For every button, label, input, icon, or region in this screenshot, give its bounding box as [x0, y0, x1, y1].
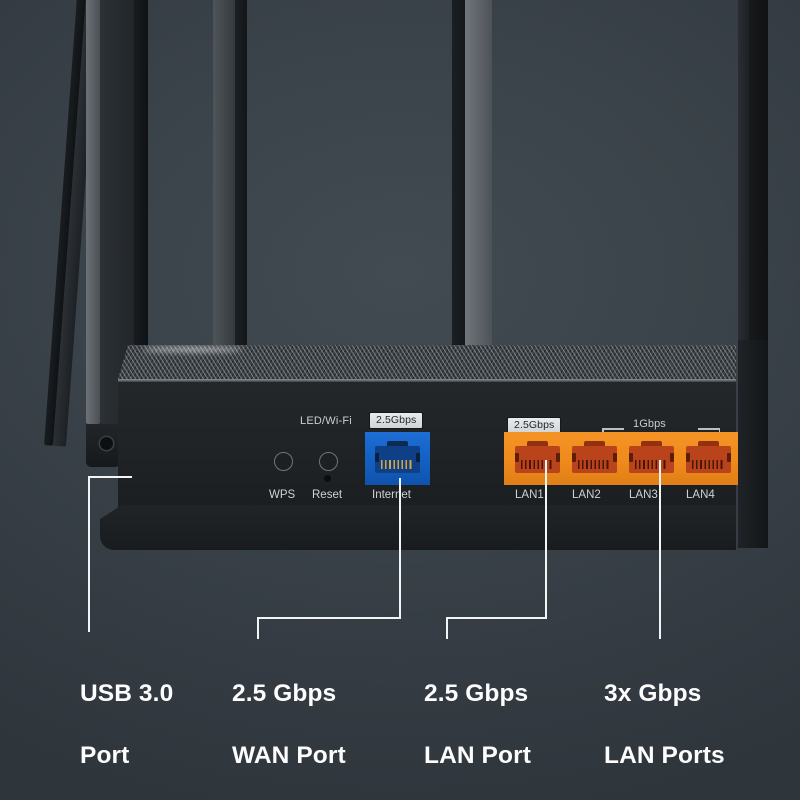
leader-lan1-vertical-upper — [545, 460, 547, 619]
leader-lan1-vertical-lower — [446, 617, 448, 639]
led-wifi-label: LED/Wi-Fi — [300, 415, 352, 427]
callout-lan1-caption: 2.5 Gbps LAN Port — [424, 648, 531, 771]
lan-port-2-label: LAN2 — [572, 489, 601, 501]
antenna-2 — [86, 0, 148, 424]
leader-lan1-horizontal — [446, 617, 547, 619]
leader-wan-vertical-upper — [399, 478, 401, 619]
callout-lan3-line1: 3x Gbps — [604, 679, 702, 707]
lan-group-badge: 1Gbps — [633, 418, 666, 430]
lan-port-1-label: LAN1 — [515, 489, 544, 501]
leader-wan-vertical-lower — [257, 617, 259, 639]
lan-port-2[interactable] — [571, 440, 618, 473]
lan-port-block — [504, 432, 738, 485]
antenna-3 — [213, 0, 247, 418]
leader-usb-vertical — [88, 476, 90, 632]
callout-lan3-line2: LAN Ports — [604, 741, 725, 769]
lan-port-3[interactable] — [628, 440, 675, 473]
wps-button[interactable] — [274, 452, 293, 471]
callout-wan-caption: 2.5 Gbps WAN Port — [232, 648, 346, 771]
leader-usb-horizontal — [88, 476, 132, 478]
lan1-speed-badge: 2.5Gbps — [508, 418, 561, 433]
callout-lan1-line2: LAN Port — [424, 741, 531, 769]
wan-port-label: Internet — [372, 489, 411, 501]
callout-lan3-caption: 3x Gbps LAN Ports — [604, 648, 725, 771]
leader-wan-horizontal — [257, 617, 401, 619]
wps-label: WPS — [269, 489, 296, 501]
router-top-vent — [118, 345, 736, 379]
callout-usb-caption: USB 3.0 Port — [80, 648, 173, 771]
lan-port-1[interactable] — [514, 440, 561, 473]
wan-port[interactable] — [365, 432, 430, 485]
callout-usb-line2: Port — [80, 741, 130, 769]
callout-lan1-line1: 2.5 Gbps — [424, 679, 529, 707]
antenna-1-hinge-pivot — [100, 437, 113, 450]
reset-led — [324, 475, 331, 482]
router-base — [100, 505, 736, 550]
reset-label: Reset — [312, 489, 343, 501]
callout-usb-line1: USB 3.0 — [80, 679, 174, 707]
antenna-5-foreground — [738, 340, 768, 548]
callout-wan-line2: WAN Port — [232, 741, 346, 769]
wan-speed-badge: 2.5Gbps — [370, 413, 423, 428]
callout-wan-line1: 2.5 Gbps — [232, 679, 337, 707]
lan-port-3-label: LAN3 — [629, 489, 658, 501]
leader-lan3-vertical — [659, 460, 661, 639]
lan-port-4[interactable] — [685, 440, 732, 473]
reset-button[interactable] — [319, 452, 338, 471]
lan-port-4-label: LAN4 — [686, 489, 715, 501]
router-body — [100, 340, 736, 555]
